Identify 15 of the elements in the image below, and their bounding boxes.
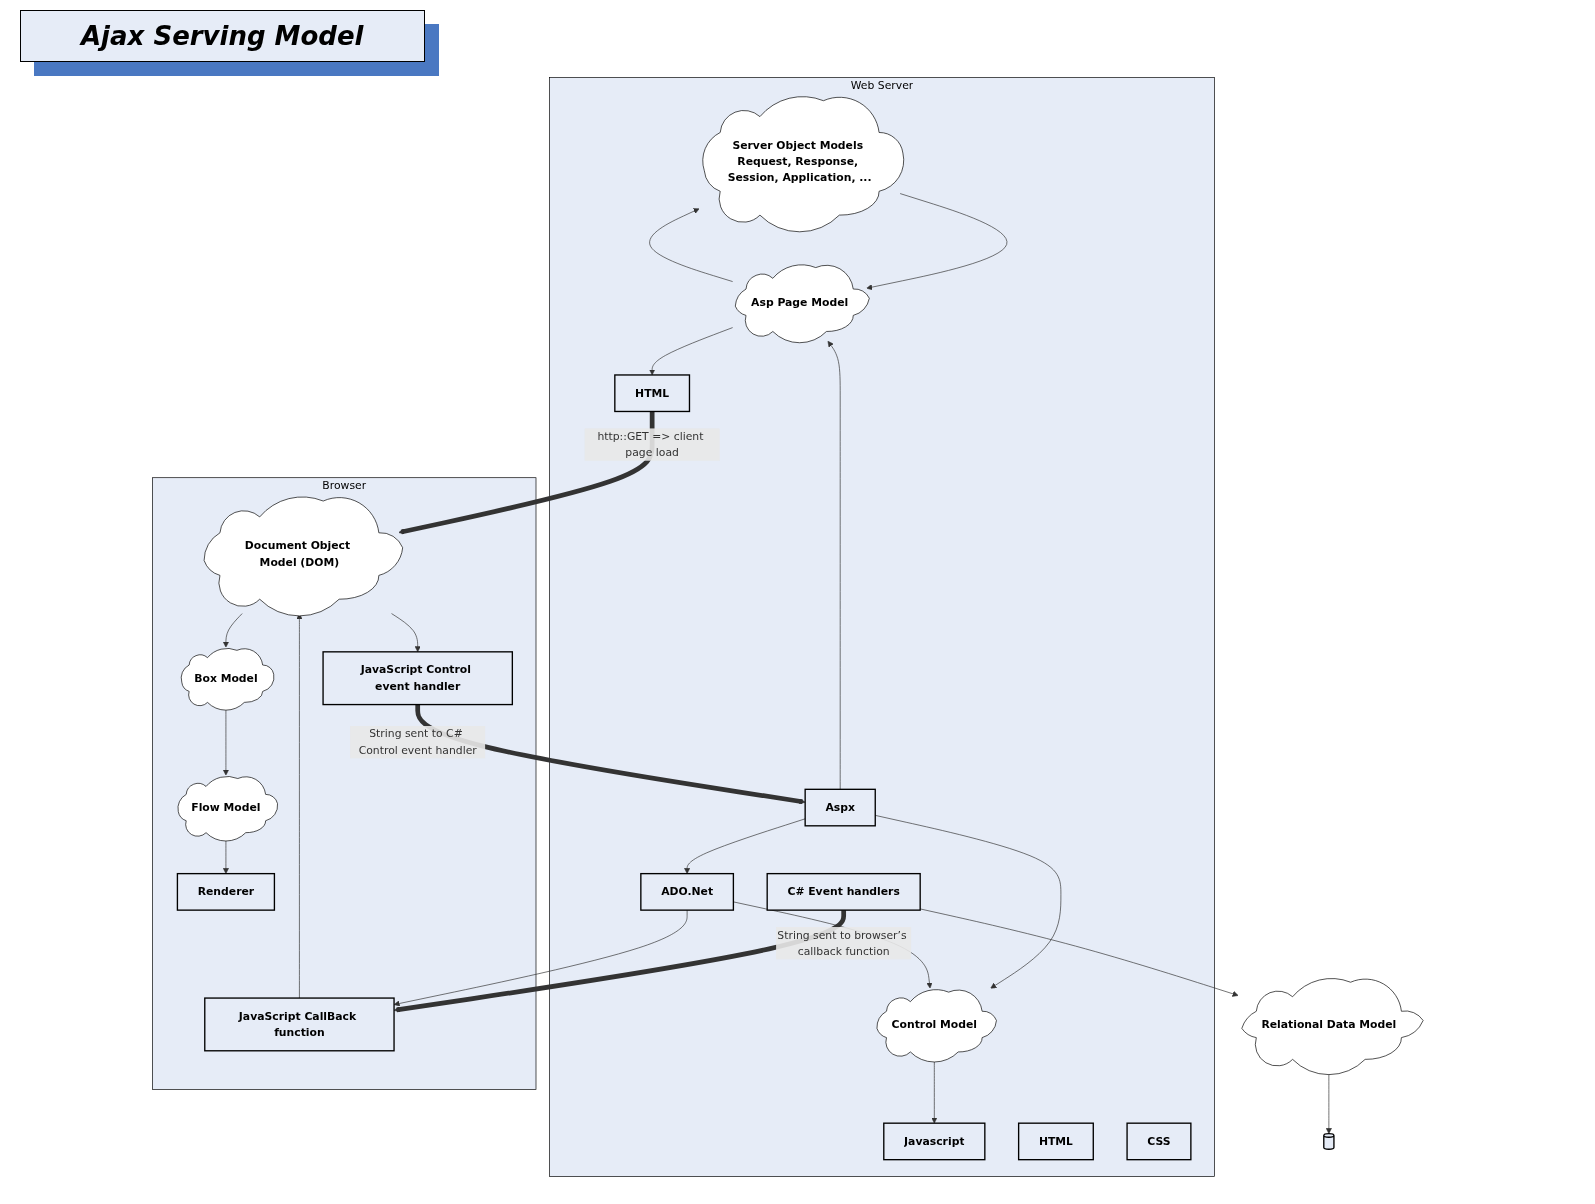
node-box: HTML (1017, 1122, 1094, 1161)
node-box: ADO.Net (639, 872, 734, 911)
edge-label: http::GET => client page load (597, 429, 704, 459)
node-box: JavaScript CallBack function (203, 997, 395, 1052)
node-box: C# Event handlers (766, 872, 921, 911)
node-box: CSS (1126, 1122, 1192, 1161)
node-box: Javascript (882, 1122, 986, 1161)
arrow (398, 411, 655, 535)
node-box: JavaScript Control event handler (322, 651, 513, 706)
edge-label: String sent to browser’s callback function (777, 928, 907, 958)
node-cylinder (1322, 1132, 1335, 1150)
node-box: Aspx (804, 788, 876, 827)
node-box: Renderer (176, 872, 275, 911)
edge-label: String sent to C# Control event handler (358, 727, 477, 757)
node-box: HTML (613, 374, 690, 413)
